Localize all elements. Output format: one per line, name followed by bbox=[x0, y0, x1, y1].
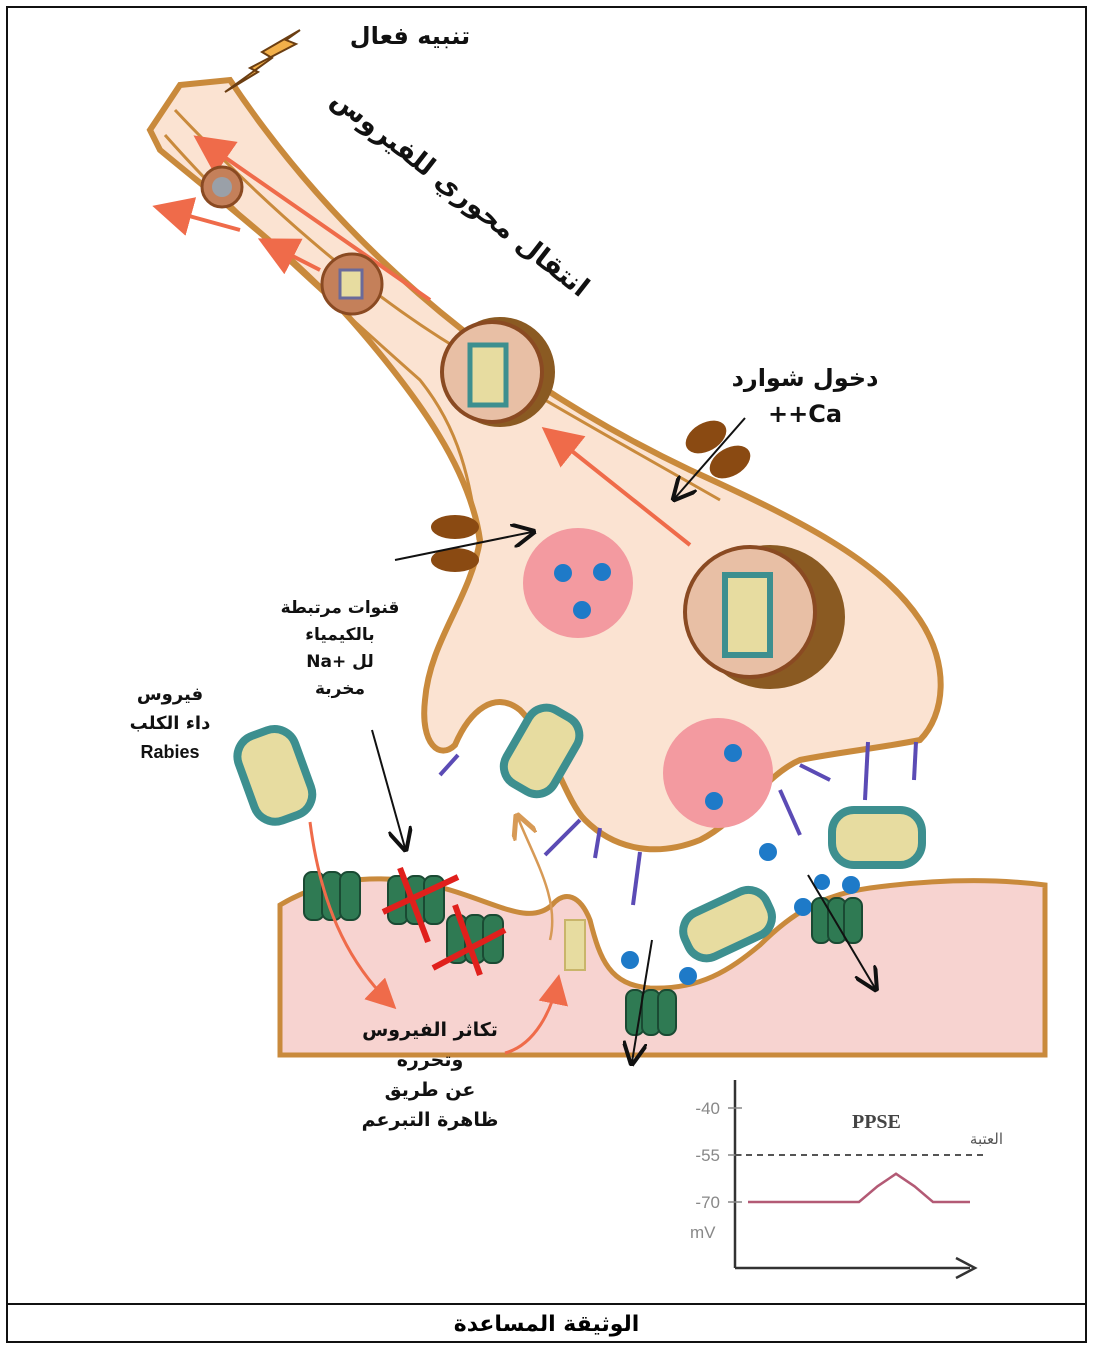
ca-entry-label: دخول شوارد ++Ca bbox=[700, 360, 910, 432]
figure-caption: الوثيقة المساعدة bbox=[0, 1312, 1093, 1337]
rabies-virion bbox=[231, 723, 318, 828]
virion-medium bbox=[322, 254, 382, 314]
channel-intact-2 bbox=[626, 990, 676, 1035]
virus-line3: Rabies bbox=[100, 738, 240, 767]
budding-line3: عن طريق bbox=[330, 1075, 530, 1105]
channel-intact-3 bbox=[812, 898, 862, 943]
budding-line2: وتحرره bbox=[330, 1045, 530, 1075]
budding-nucleocapsid bbox=[565, 920, 585, 970]
ca-entry-line1: دخول شوارد bbox=[700, 360, 910, 396]
threshold-label: العتبة bbox=[970, 1130, 1003, 1148]
unit-label: mV bbox=[690, 1223, 716, 1242]
budding-virion-3 bbox=[832, 810, 922, 865]
budding-line4: ظاهرة التبرعم bbox=[330, 1105, 530, 1135]
caption-divider bbox=[6, 1303, 1087, 1305]
budding-label: تكاثر الفيروس وتحرره عن طريق ظاهرة التبر… bbox=[330, 1015, 530, 1135]
channels-line2: بالكيمياء bbox=[270, 622, 410, 649]
virus-line1: فيروس bbox=[100, 680, 240, 709]
virion-small bbox=[202, 167, 242, 207]
tick-minus55: -55 bbox=[695, 1146, 720, 1165]
stimulus-label: تنبيه فعال bbox=[330, 22, 490, 50]
ppse-curve bbox=[748, 1174, 970, 1202]
virion-large-1 bbox=[442, 317, 555, 427]
virus-line2: داء الكلب bbox=[100, 709, 240, 738]
virus-label: فيروس داء الكلب Rabies bbox=[100, 680, 240, 767]
channels-label: قنوات مرتبطة بالكيمياء لل +Na مخربة bbox=[270, 595, 410, 703]
channels-line1: قنوات مرتبطة bbox=[270, 595, 410, 622]
synaptic-vesicle-1 bbox=[523, 528, 633, 638]
tick-minus70: -70 bbox=[695, 1193, 720, 1212]
lightning-icon bbox=[225, 30, 300, 92]
ppse-title: PPSE bbox=[852, 1111, 901, 1133]
synaptic-vesicle-2 bbox=[663, 718, 773, 828]
tick-minus40: -40 bbox=[695, 1099, 720, 1118]
channels-line3: لل +Na bbox=[270, 649, 410, 676]
ppse-graph: -40 -55 -70 mV PPSE العتبة bbox=[690, 1080, 1003, 1278]
ca-entry-line2: ++Ca bbox=[700, 396, 910, 432]
channels-line4: مخربة bbox=[270, 676, 410, 703]
budding-line1: تكاثر الفيروس bbox=[330, 1015, 530, 1045]
